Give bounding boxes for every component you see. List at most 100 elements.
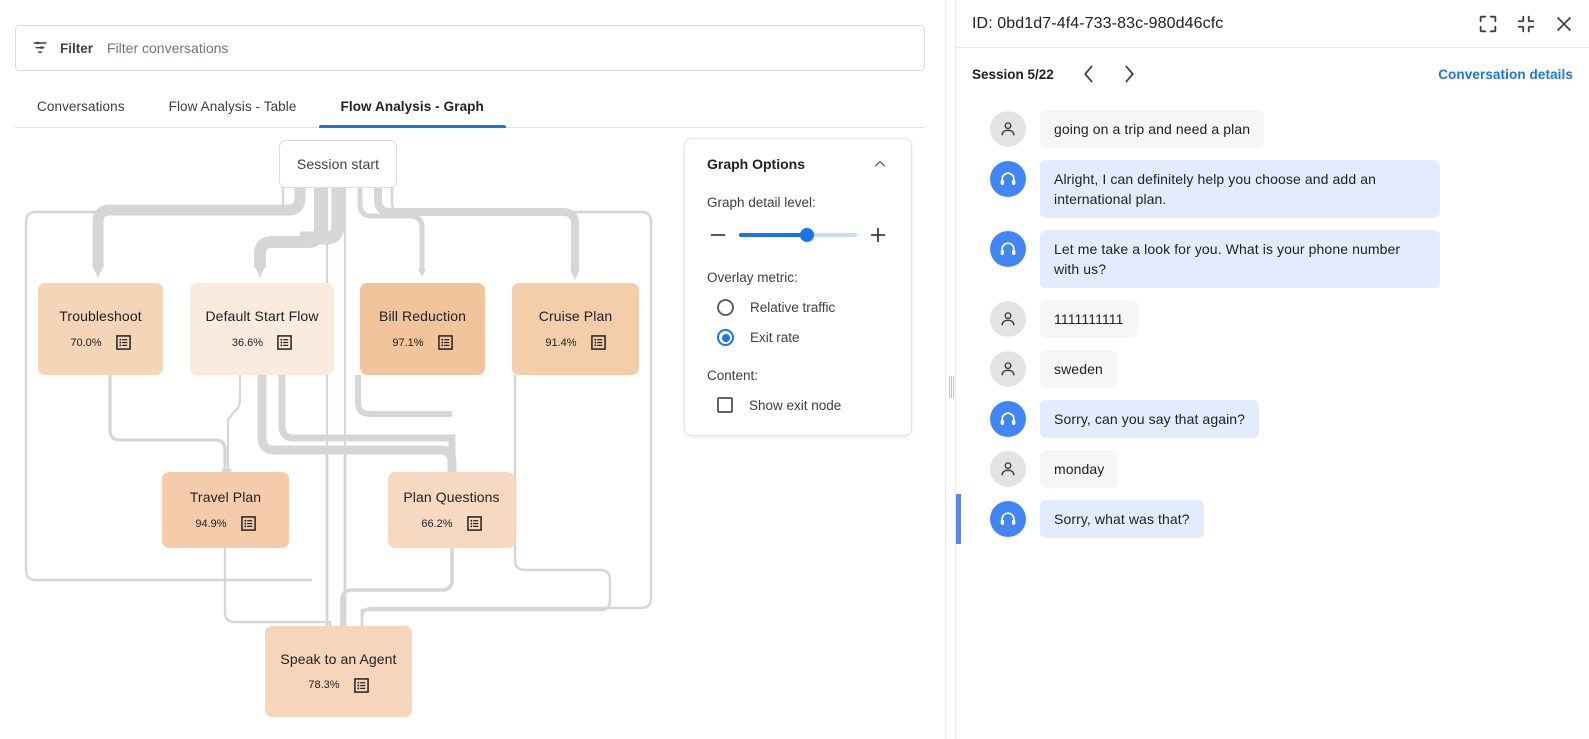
message-text: Let me take a look for you. What is your… (1040, 230, 1440, 288)
radio-relative-traffic[interactable]: Relative traffic (707, 299, 889, 316)
message-row: going on a trip and need a plan (956, 104, 1589, 154)
fullscreen-icon[interactable] (1477, 13, 1499, 35)
node-label: Session start (296, 156, 380, 172)
checkbox-label: Show exit node (749, 397, 842, 413)
node-metric: 36.6% (231, 336, 264, 349)
checkbox-show-exit-node[interactable]: Show exit node (707, 397, 889, 413)
message-text: Sorry, can you say that again? (1040, 400, 1260, 438)
detail-level-slider[interactable] (739, 228, 857, 242)
conversation-panel: ID: 0bd1d7-4f4-733-83c-980d46cfc Session… (956, 0, 1589, 739)
node-meta: 66.2% (421, 516, 482, 531)
chevron-right-icon[interactable] (1116, 61, 1142, 87)
radio-icon-selected[interactable] (717, 329, 734, 346)
message-text: Sorry, what was that? (1040, 500, 1204, 538)
filter-bar[interactable]: Filter (15, 25, 925, 71)
node-meta: 36.6% (232, 335, 292, 350)
tab-flow-analysis-table[interactable]: Flow Analysis - Table (168, 99, 297, 114)
node-metric: 94.9% (195, 517, 227, 530)
message-text: 1111111111 (1040, 300, 1138, 338)
minus-icon[interactable] (707, 224, 729, 246)
graph-options-header: Graph Options (707, 155, 889, 173)
agent-avatar-icon (990, 501, 1026, 537)
plus-icon[interactable] (867, 224, 889, 246)
filter-icon (33, 41, 47, 53)
node-metric: 97.1% (392, 336, 424, 349)
node-label: Speak to an Agent (280, 650, 397, 667)
conversation-id-label: ID: 0bd1d7-4f4-733-83c-980d46cfc (972, 14, 1224, 32)
user-avatar-icon (990, 301, 1026, 337)
slider-thumb[interactable] (800, 228, 815, 242)
graph-node-bill-reduction[interactable]: Bill Reduction 97.1% (360, 283, 485, 375)
radio-label: Relative traffic (750, 300, 836, 315)
list-icon[interactable] (240, 516, 256, 531)
overlay-metric-label: Overlay metric: (707, 270, 798, 285)
checkbox-icon[interactable] (717, 397, 733, 413)
node-meta: 78.3% (308, 677, 369, 693)
radio-label: Exit rate (750, 330, 800, 345)
pane-splitter[interactable] (945, 0, 956, 739)
radio-icon[interactable] (717, 299, 734, 316)
node-metric: 66.2% (421, 517, 453, 530)
splitter-grip-icon[interactable] (949, 376, 954, 398)
close-icon[interactable] (1553, 13, 1575, 35)
message-row: Sorry, can you say that again? (956, 394, 1589, 444)
agent-avatar-icon (990, 231, 1026, 267)
graph-options-panel: Graph Options Graph detail level: (684, 138, 912, 436)
node-meta: 94.9% (195, 516, 256, 531)
message-row: monday (956, 444, 1589, 494)
node-label: Plan Questions (403, 489, 500, 505)
chevron-up-icon[interactable] (871, 155, 889, 173)
message-text: sweden (1040, 350, 1117, 388)
list-icon[interactable] (353, 677, 369, 693)
session-navigation: Session 5/22 Conversation details (956, 48, 1589, 100)
list-icon[interactable] (115, 335, 131, 350)
radio-exit-rate[interactable]: Exit rate (707, 329, 889, 346)
user-avatar-icon (990, 351, 1026, 387)
flow-analysis-pane: Filter Conversations Flow Analysis - Tab… (0, 0, 945, 739)
filter-input[interactable] (107, 26, 910, 70)
content-label: Content: (707, 368, 759, 383)
flow-graph-edges (24, 180, 653, 649)
message-text: Alright, I can definitely help you choos… (1040, 160, 1440, 218)
list-icon[interactable] (590, 335, 606, 350)
tab-flow-analysis-graph[interactable]: Flow Analysis - Graph (318, 99, 507, 128)
agent-avatar-icon (990, 401, 1026, 437)
collapse-icon[interactable] (1515, 13, 1537, 35)
node-label: Default Start Flow (205, 308, 319, 324)
graph-node-troubleshoot[interactable]: Troubleshoot 70.0% (38, 283, 163, 375)
node-meta: 91.4% (545, 335, 606, 350)
message-row: Let me take a look for you. What is your… (956, 224, 1589, 294)
chevron-left-icon[interactable] (1076, 61, 1102, 87)
message-row: sweden (956, 344, 1589, 394)
graph-node-travel-plan[interactable]: Travel Plan 94.9% (162, 472, 289, 548)
graph-node-speak-to-an-agent[interactable]: Speak to an Agent 78.3% (265, 626, 412, 717)
tab-conversations[interactable]: Conversations (37, 99, 125, 114)
detail-level-label: Graph detail level: (707, 195, 816, 210)
node-metric: 91.4% (545, 336, 577, 349)
node-label: Travel Plan (189, 489, 262, 505)
detail-level-slider-row[interactable] (707, 224, 889, 246)
node-label: Troubleshoot (59, 308, 142, 324)
graph-node-session-start[interactable]: Session start (279, 140, 397, 188)
agent-avatar-icon (990, 161, 1026, 197)
conversation-header: ID: 0bd1d7-4f4-733-83c-980d46cfc (956, 0, 1589, 48)
node-label: Cruise Plan (538, 308, 613, 324)
node-label: Bill Reduction (379, 308, 466, 324)
flow-graph-canvas[interactable]: Session start Troubleshoot 70.0% Defau (0, 130, 945, 739)
graph-node-default-start-flow[interactable]: Default Start Flow 36.6% (190, 283, 334, 375)
graph-node-cruise-plan[interactable]: Cruise Plan 91.4% (512, 283, 639, 375)
conversation-details-link[interactable]: Conversation details (1438, 66, 1573, 82)
list-icon[interactable] (466, 516, 482, 531)
tab-bar: Conversations Flow Analysis - Table Flow… (15, 88, 925, 128)
message-text: monday (1040, 450, 1119, 488)
graph-node-plan-questions[interactable]: Plan Questions 66.2% (388, 472, 515, 548)
message-row-highlighted: Sorry, what was that? (956, 494, 1589, 544)
graph-options-title: Graph Options (707, 156, 805, 172)
message-list[interactable]: going on a trip and need a plan Alright,… (956, 100, 1589, 739)
list-icon[interactable] (277, 335, 292, 350)
list-icon[interactable] (437, 335, 453, 350)
node-meta: 70.0% (70, 335, 131, 350)
node-meta: 97.1% (392, 335, 453, 350)
user-avatar-icon (990, 111, 1026, 147)
